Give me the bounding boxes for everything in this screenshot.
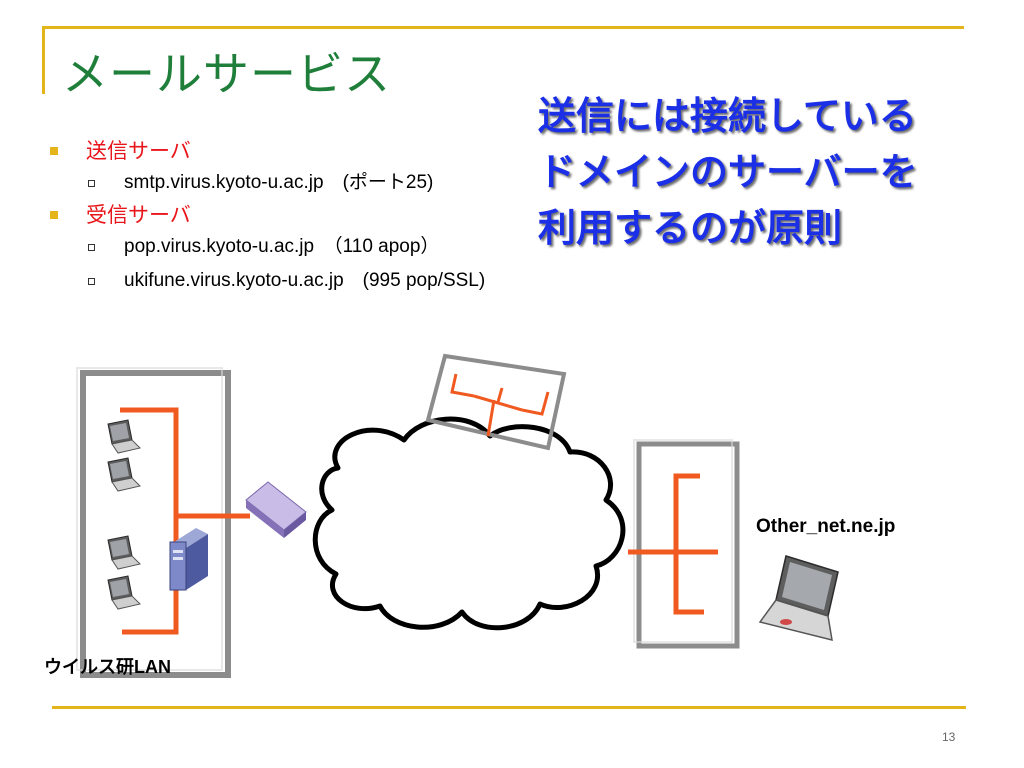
lab-lan-label: ウイルス研LAN (44, 657, 171, 677)
sub-bullet-text: smtp.virus.kyoto-u.ac.jp (ポート25) (124, 172, 434, 193)
remote-server-box (425, 353, 567, 451)
laptop-icon (107, 419, 141, 454)
router-icon (245, 481, 307, 538)
bullet-list: 送信サーバ smtp.virus.kyoto-u.ac.jp (ポート25) 受… (50, 136, 540, 298)
frame-top-rule (42, 26, 964, 29)
callout-line: 送信には接続している (538, 94, 917, 138)
slide-title: メールサービス (62, 47, 391, 101)
laptop-icon (107, 575, 141, 610)
hollow-square-bullet-icon (88, 180, 95, 187)
callout-line: 利用するのが原則 (538, 206, 843, 250)
laptop-icon (107, 535, 141, 570)
page-number: 13 (942, 730, 956, 744)
bullet-label: 送信サーバ (86, 139, 191, 163)
sub-bullet-pop: pop.virus.kyoto-u.ac.jp （110 apop） (50, 230, 540, 264)
callout-text: 送信には接続している ドメインのサーバーを 利用するのが原則 (538, 88, 918, 256)
square-bullet-icon (50, 211, 58, 219)
frame-bottom-rule (52, 706, 966, 709)
lab-lan-lines (120, 407, 250, 635)
callout-line: ドメインのサーバーを (538, 150, 918, 194)
other-net-label: Other_net.ne.jp (756, 516, 896, 537)
hollow-square-bullet-icon (88, 278, 95, 285)
square-bullet-icon (50, 147, 58, 155)
sub-bullet-ukifune: ukifune.virus.kyoto-u.ac.jp (995 pop/SSL… (50, 264, 540, 298)
sub-bullet-text: ukifune.virus.kyoto-u.ac.jp (995 pop/SSL… (124, 270, 486, 291)
frame-left-rule (42, 26, 45, 94)
laptop-icon (758, 555, 839, 642)
bullet-receive-server: 受信サーバ (50, 200, 540, 230)
bullet-send-server: 送信サーバ (50, 136, 540, 166)
laptop-icon (107, 457, 141, 492)
sub-bullet-text: pop.virus.kyoto-u.ac.jp （110 apop） (124, 236, 440, 257)
lab-lan-box (76, 367, 231, 678)
cloud-icon (312, 416, 626, 631)
server-tower-icon (169, 528, 208, 591)
other-net-box (628, 439, 740, 649)
sub-bullet-smtp: smtp.virus.kyoto-u.ac.jp (ポート25) (50, 166, 540, 200)
bullet-label: 受信サーバ (86, 203, 191, 227)
hollow-square-bullet-icon (88, 244, 95, 251)
